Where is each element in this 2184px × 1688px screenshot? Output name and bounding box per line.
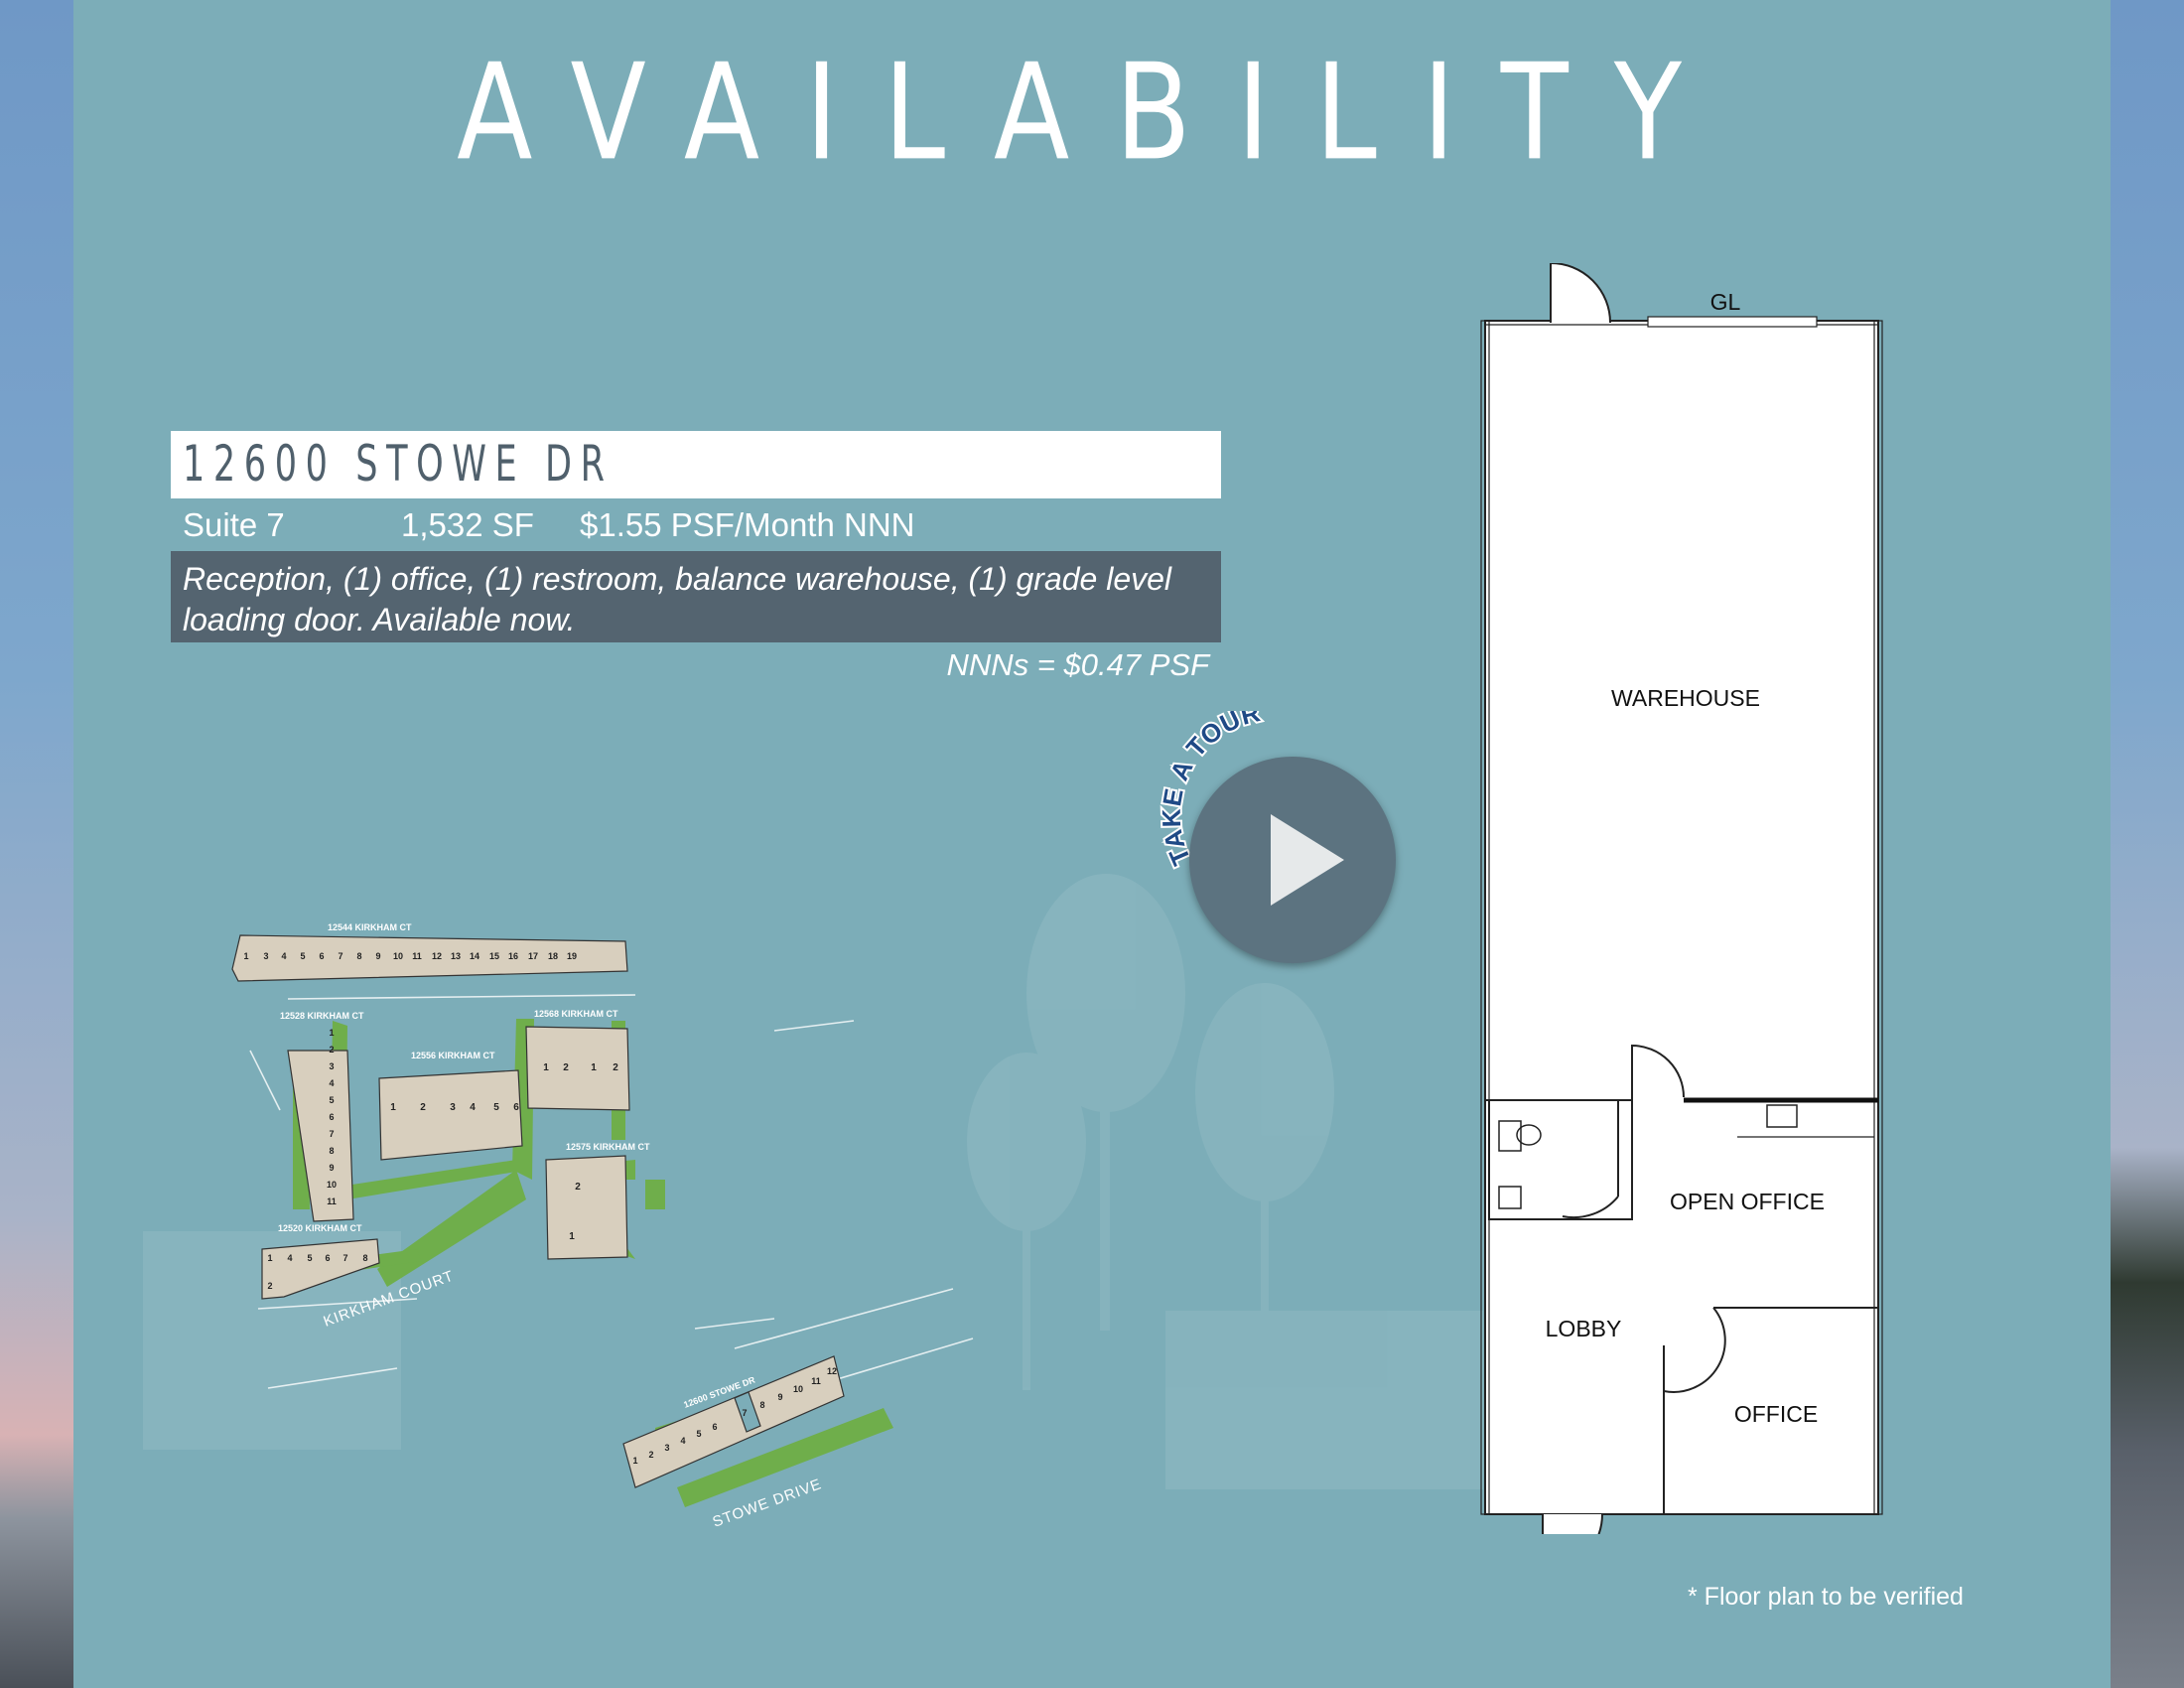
svg-text:7: 7 xyxy=(338,951,342,961)
svg-text:3: 3 xyxy=(450,1102,456,1113)
svg-text:15: 15 xyxy=(489,951,499,961)
suite-rate: $1.55 PSF/Month NNN xyxy=(580,506,915,543)
svg-text:4: 4 xyxy=(680,1436,685,1446)
address-heading: 12600 STOWE DR xyxy=(183,435,614,492)
svg-text:10: 10 xyxy=(793,1384,803,1394)
svg-text:8: 8 xyxy=(356,951,361,961)
svg-text:5: 5 xyxy=(493,1102,499,1113)
svg-text:12556 KIRKHAM CT: 12556 KIRKHAM CT xyxy=(411,1051,495,1060)
svg-text:2: 2 xyxy=(575,1182,581,1193)
svg-text:4: 4 xyxy=(329,1078,334,1088)
svg-text:1: 1 xyxy=(569,1231,575,1242)
svg-text:12575 KIRKHAM CT: 12575 KIRKHAM CT xyxy=(566,1142,650,1152)
svg-text:9: 9 xyxy=(777,1392,782,1402)
svg-text:11: 11 xyxy=(811,1376,821,1386)
fp-label-lobby: LOBBY xyxy=(1546,1316,1622,1341)
svg-text:1: 1 xyxy=(543,1062,549,1073)
suite-description: Reception, (1) office, (1) restroom, bal… xyxy=(171,551,1221,642)
svg-text:6: 6 xyxy=(329,1112,334,1122)
svg-text:6: 6 xyxy=(513,1102,519,1113)
svg-text:12520 KIRKHAM CT: 12520 KIRKHAM CT xyxy=(278,1223,362,1233)
svg-text:2: 2 xyxy=(420,1102,426,1113)
svg-text:5: 5 xyxy=(307,1253,312,1263)
suite-number: Suite 7 xyxy=(183,506,285,543)
svg-text:12: 12 xyxy=(827,1366,837,1376)
svg-text:10: 10 xyxy=(327,1180,337,1190)
svg-text:4: 4 xyxy=(470,1102,476,1113)
svg-text:19: 19 xyxy=(567,951,577,961)
svg-text:1: 1 xyxy=(632,1456,637,1466)
floor-plan-footnote: * Floor plan to be verified xyxy=(1688,1583,1964,1611)
address-bar: 12600 STOWE DR xyxy=(171,431,1221,498)
svg-text:2: 2 xyxy=(613,1062,618,1073)
background-photo-right xyxy=(2111,0,2184,1688)
svg-text:5: 5 xyxy=(300,951,305,961)
svg-text:1: 1 xyxy=(390,1102,396,1113)
svg-text:12528 KIRKHAM CT: 12528 KIRKHAM CT xyxy=(280,1011,364,1021)
svg-text:10: 10 xyxy=(393,951,403,961)
svg-text:9: 9 xyxy=(329,1163,334,1173)
svg-text:6: 6 xyxy=(712,1422,717,1432)
svg-text:6: 6 xyxy=(325,1253,330,1263)
background-photo-left xyxy=(0,0,73,1688)
svg-text:12568 KIRKHAM CT: 12568 KIRKHAM CT xyxy=(534,1009,618,1019)
page-title: AVAILABILITY xyxy=(457,36,1727,191)
fp-label-gl: GL xyxy=(1710,289,1741,315)
svg-text:1: 1 xyxy=(591,1062,597,1073)
svg-text:3: 3 xyxy=(329,1061,334,1071)
svg-text:5: 5 xyxy=(329,1095,334,1105)
svg-text:2: 2 xyxy=(648,1450,653,1460)
svg-text:3: 3 xyxy=(664,1443,669,1453)
svg-text:16: 16 xyxy=(508,951,518,961)
svg-text:4: 4 xyxy=(281,951,286,961)
fp-label-warehouse: WAREHOUSE xyxy=(1611,685,1760,711)
svg-text:17: 17 xyxy=(528,951,538,961)
svg-text:7: 7 xyxy=(342,1253,347,1263)
svg-text:6: 6 xyxy=(319,951,324,961)
svg-text:4: 4 xyxy=(287,1253,292,1263)
svg-text:2: 2 xyxy=(267,1281,272,1291)
svg-text:2: 2 xyxy=(563,1062,569,1073)
play-tour-button[interactable] xyxy=(1189,757,1396,963)
svg-text:2: 2 xyxy=(329,1045,334,1055)
svg-text:12: 12 xyxy=(432,951,442,961)
svg-text:14: 14 xyxy=(470,951,479,961)
svg-text:11: 11 xyxy=(327,1196,337,1206)
svg-text:13: 13 xyxy=(451,951,461,961)
svg-text:1: 1 xyxy=(267,1253,272,1263)
nnn-note: NNNs = $0.47 PSF xyxy=(946,647,1209,682)
suite-size: 1,532 SF xyxy=(401,506,534,543)
floor-plan: GL WAREHOUSE OPEN OFFICE LOBBY OFFICE xyxy=(1480,263,1883,1534)
svg-text:7: 7 xyxy=(329,1129,334,1139)
svg-text:8: 8 xyxy=(759,1400,764,1410)
svg-text:8: 8 xyxy=(329,1146,334,1156)
fp-label-office: OFFICE xyxy=(1734,1401,1818,1427)
svg-text:3: 3 xyxy=(263,951,268,961)
fp-label-open-office: OPEN OFFICE xyxy=(1670,1189,1825,1214)
svg-text:1: 1 xyxy=(329,1028,334,1038)
ghost-background-trees xyxy=(143,874,1483,1489)
svg-text:1: 1 xyxy=(243,951,248,961)
svg-text:9: 9 xyxy=(375,951,380,961)
play-icon xyxy=(1271,814,1344,906)
svg-text:12544 KIRKHAM CT: 12544 KIRKHAM CT xyxy=(328,922,412,932)
svg-text:7: 7 xyxy=(742,1408,747,1418)
svg-text:5: 5 xyxy=(696,1429,701,1439)
svg-text:18: 18 xyxy=(548,951,558,961)
svg-text:11: 11 xyxy=(412,951,422,961)
svg-text:8: 8 xyxy=(362,1253,367,1263)
